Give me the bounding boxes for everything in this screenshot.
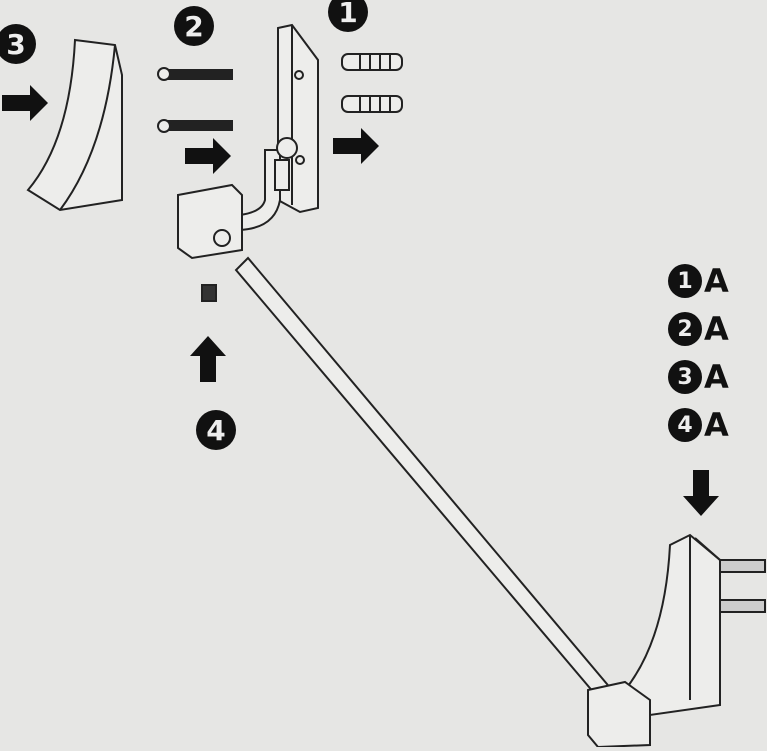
arrow-right-icon — [185, 138, 231, 174]
sequence-step-3: 3 A — [668, 358, 729, 396]
callout-step-3: 3 — [0, 24, 36, 64]
cover-piece — [26, 38, 123, 212]
sequence-step-2: 2 A — [668, 310, 729, 348]
sequence-suffix: A — [704, 358, 729, 396]
sequence-number: 1 — [668, 264, 702, 298]
end-block — [177, 183, 243, 260]
arrow-right-icon — [333, 128, 379, 164]
callout-step-1: 1 — [328, 0, 368, 32]
set-screw — [201, 284, 217, 302]
rod-end-block — [587, 680, 651, 749]
screws — [157, 67, 233, 133]
wall-anchors — [341, 53, 403, 113]
arrow-right-icon — [2, 85, 48, 121]
callout-step-4: 4 — [196, 410, 236, 450]
assembled-bracket — [623, 533, 721, 717]
sequence-step-4: 4 A — [668, 406, 729, 444]
arrow-up-icon — [190, 336, 226, 382]
sequence-number: 4 — [668, 408, 702, 442]
towel-rod — [234, 256, 614, 702]
callout-step-2: 2 — [174, 6, 214, 46]
sequence-number: 2 — [668, 312, 702, 346]
sequence-suffix: A — [704, 310, 729, 348]
sequence-number: 3 — [668, 360, 702, 394]
sequence-step-1: 1 A — [668, 262, 729, 300]
sequence-suffix: A — [704, 262, 729, 300]
arrow-down-icon — [683, 470, 719, 516]
sequence-suffix: A — [704, 406, 729, 444]
